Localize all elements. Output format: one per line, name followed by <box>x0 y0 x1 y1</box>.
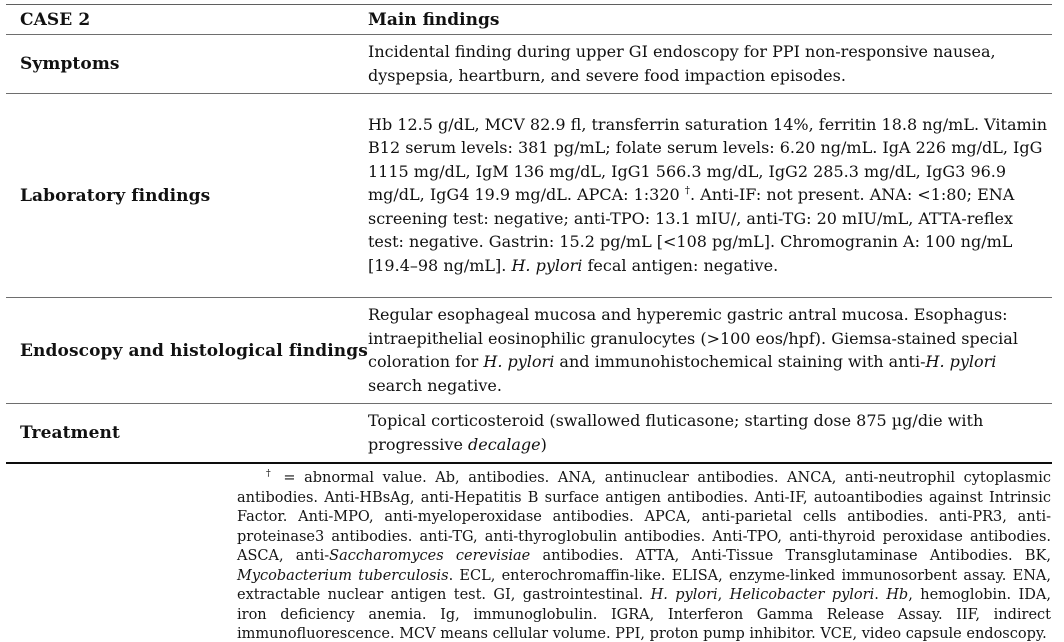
table-header-row: CASE 2 Main findings <box>6 4 1052 35</box>
italic-text-segment: Mycobacterium tuberculosis <box>237 567 449 584</box>
text-segment: = abnormal value. Ab, antibodies. ANA, a… <box>237 470 1051 564</box>
italic-text-segment: H. pylori <box>483 352 555 371</box>
italic-text-segment: H. pylori <box>925 352 997 371</box>
table-row-laboratory-findings: Laboratory findings Hb 12.5 g/dL, MCV 82… <box>6 94 1052 298</box>
symptoms-row-content: Incidental finding during upper GI endos… <box>368 35 1052 93</box>
case-2-findings-table: CASE 2 Main findings Symptoms Incidental… <box>6 4 1052 464</box>
laboratory-findings-row-content: Hb 12.5 g/dL, MCV 82.9 fl, transferrin s… <box>368 108 1052 284</box>
text-segment: . ECL, enterochromaffin-like. ELISA, enz… <box>237 567 1052 604</box>
italic-text-segment: Saccharomyces cerevisiae <box>329 548 531 564</box>
text-segment: antibodies. ATTA, Anti-Tissue Transgluta… <box>530 548 1051 564</box>
header-case-label: CASE 2 <box>20 9 91 30</box>
dagger-superscript: † <box>684 184 690 197</box>
italic-text-segment: H. pylori <box>511 255 583 275</box>
text-segment: , <box>717 587 730 603</box>
treatment-row-content: Topical corticosteroid (swallowed flutic… <box>368 404 1052 462</box>
italic-text-segment: Helicobacter pylori <box>729 587 875 603</box>
italic-text-segment: Hb <box>886 587 909 603</box>
symptoms-row-label: Symptoms <box>20 54 120 74</box>
text-segment: Hb 12.5 g/dL, MCV 82.9 fl, transferrin s… <box>368 114 1048 205</box>
endoscopy-histology-row-label: Endoscopy and histological findings <box>20 340 368 361</box>
text-segment: Incidental finding during upper GI endos… <box>368 42 996 85</box>
text-segment: search negative. <box>368 375 502 395</box>
text-segment: fecal antigen: negative. <box>582 255 779 275</box>
table-row-endoscopy-histology: Endoscopy and histological findings Regu… <box>6 298 1052 404</box>
treatment-row-label: Treatment <box>20 423 120 443</box>
italic-text-segment: decalage <box>468 434 541 454</box>
laboratory-findings-row-label: Laboratory findings <box>20 185 211 206</box>
endoscopy-histology-row-content: Regular esophageal mucosa and hyperemic … <box>368 298 1052 403</box>
table-row-treatment: Treatment Topical corticosteroid (swallo… <box>6 404 1052 464</box>
text-segment: Topical corticosteroid (swallowed flutic… <box>368 411 984 454</box>
text-segment: . Anti-IF: not present. ANA: <1:80; ENA … <box>368 185 1015 275</box>
text-segment: Regular esophageal mucosa and hyperemic … <box>368 305 1018 371</box>
dagger-superscript: † <box>266 468 275 480</box>
italic-text-segment: H. pylori <box>650 587 718 603</box>
abbreviations-footnote: † = abnormal value. Ab, antibodies. ANA,… <box>237 469 1051 642</box>
text-segment: , hemoglobin. IDA, iron deficiency anemi… <box>237 587 1051 642</box>
table-row-symptoms: Symptoms Incidental finding during upper… <box>6 35 1052 94</box>
text-segment: ) <box>540 434 547 454</box>
text-segment: . <box>874 587 887 603</box>
text-segment: and immunohistochemical staining with an… <box>554 352 926 371</box>
header-main-findings-label: Main findings <box>368 9 500 30</box>
